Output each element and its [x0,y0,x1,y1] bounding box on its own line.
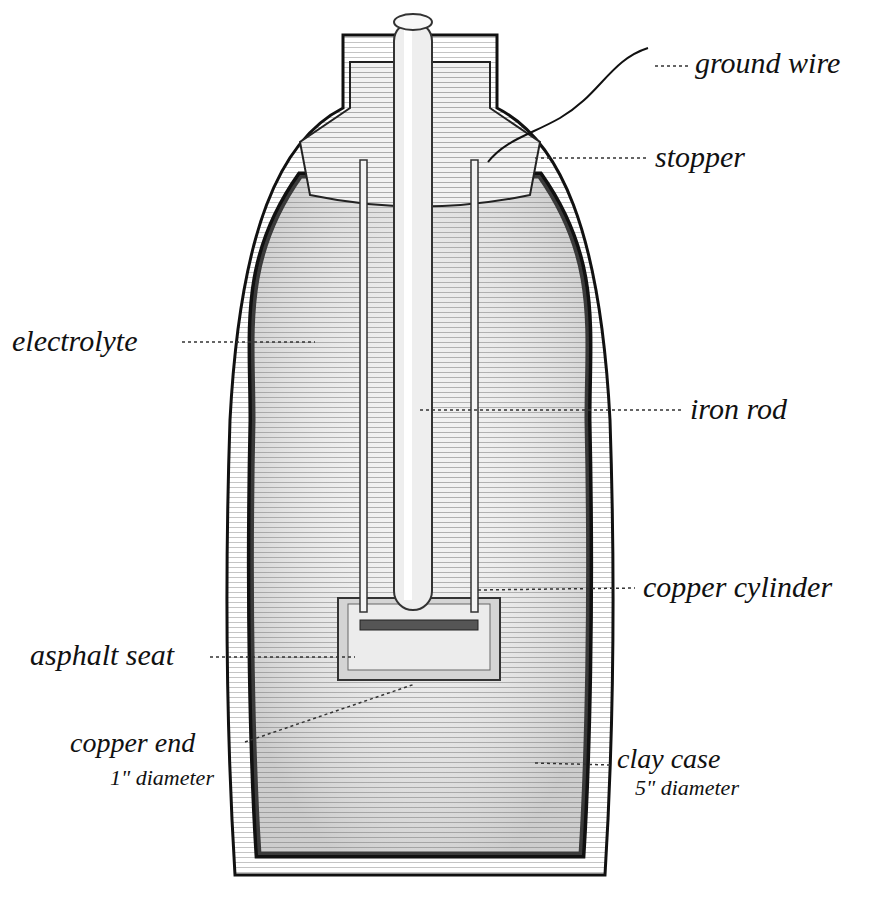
iron-rod [394,22,432,610]
leader-line [182,341,315,343]
part-label: 5" diameter [635,776,739,800]
copper-end [360,620,478,630]
leader-line [210,656,355,658]
copper-cylinder-wall [360,160,367,612]
ground-wire [488,48,648,162]
leader-line [535,763,610,765]
part-label: clay case [617,744,720,775]
leader-line [478,588,635,590]
iron-rod-highlight [404,30,412,600]
part-label: electrolyte [12,324,137,357]
copper-cylinder-wall [471,160,478,612]
part-label: ground wire [695,46,840,79]
leader-line [535,157,647,159]
part-label: copper end [70,728,195,759]
part-label: stopper [655,140,745,173]
part-label: 1" diameter [110,766,214,790]
leader-line [655,65,688,67]
part-label: copper cylinder [643,570,832,603]
leader-line [245,684,415,742]
leader-line [420,409,682,411]
asphalt-seat-inner [348,604,490,670]
iron-rod-top [394,14,432,30]
part-label: asphalt seat [30,638,174,671]
part-label: iron rod [690,392,787,425]
leader-lines [182,66,688,765]
